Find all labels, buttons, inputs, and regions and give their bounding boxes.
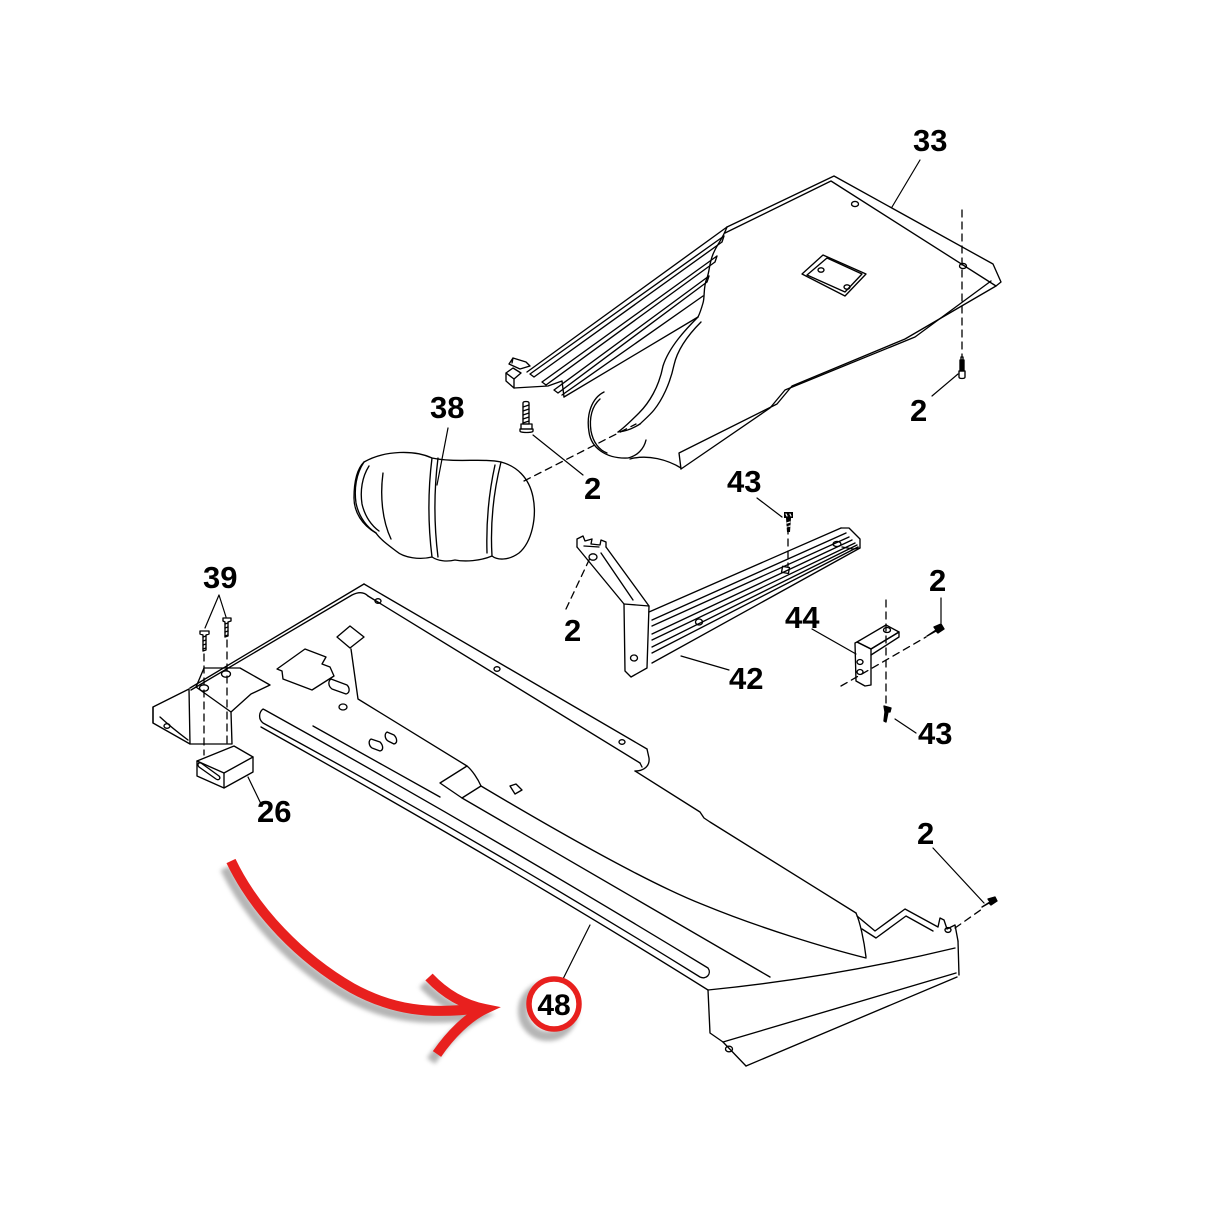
svg-text:39: 39 <box>203 560 237 595</box>
svg-text:2: 2 <box>910 393 927 428</box>
svg-text:44: 44 <box>785 600 820 635</box>
svg-text:43: 43 <box>918 716 952 751</box>
svg-text:38: 38 <box>430 390 464 425</box>
svg-text:2: 2 <box>564 613 581 648</box>
svg-text:26: 26 <box>257 794 291 829</box>
svg-text:42: 42 <box>729 661 763 696</box>
svg-text:43: 43 <box>727 464 761 499</box>
svg-text:48: 48 <box>537 989 570 1022</box>
svg-text:2: 2 <box>929 563 946 598</box>
svg-text:2: 2 <box>584 471 601 506</box>
svg-text:2: 2 <box>917 816 934 851</box>
svg-text:33: 33 <box>913 123 947 158</box>
